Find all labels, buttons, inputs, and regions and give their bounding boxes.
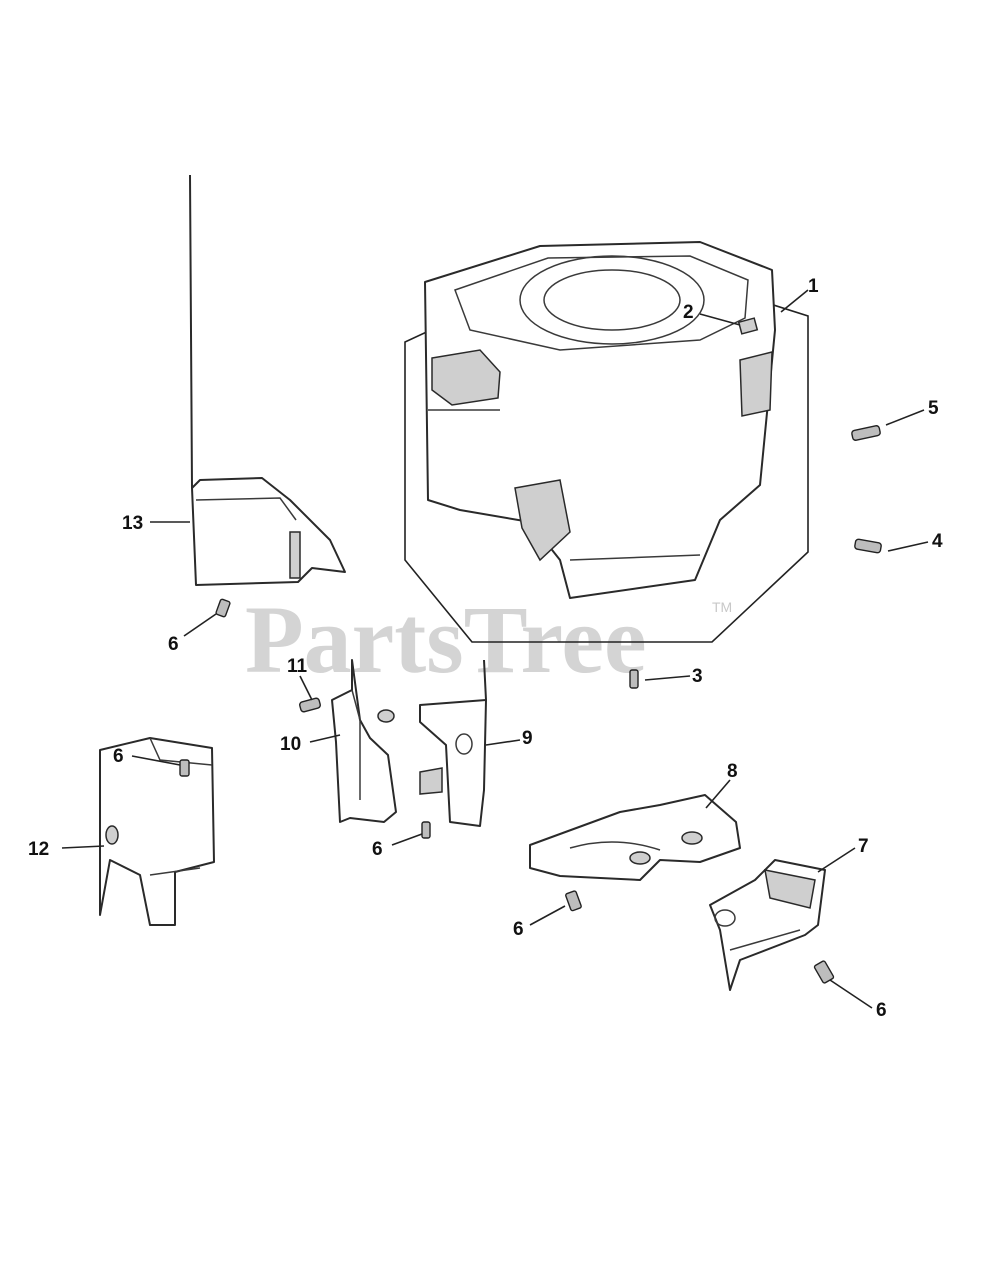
assembly-outline <box>404 271 809 643</box>
screw-5[interactable] <box>851 425 881 441</box>
callout-1: 1 <box>808 276 819 297</box>
baffle-10-part[interactable] <box>331 659 397 823</box>
leader-8 <box>705 779 731 809</box>
leader-1 <box>780 289 809 313</box>
leader-6c <box>391 833 423 846</box>
screw-4[interactable] <box>854 538 882 554</box>
callout-3: 3 <box>692 666 703 687</box>
clip-part[interactable] <box>737 317 759 335</box>
leader-6d <box>529 905 566 926</box>
bracket-8-part[interactable] <box>529 794 741 881</box>
callout-6d: 6 <box>513 919 524 940</box>
leader-9 <box>485 739 521 746</box>
callout-12: 12 <box>28 839 49 860</box>
callout-4: 4 <box>932 531 943 552</box>
callout-6e: 6 <box>876 1000 887 1021</box>
watermark-brand: PartsTree <box>245 586 647 693</box>
callout-8: 8 <box>727 761 738 782</box>
leader-3 <box>644 675 691 681</box>
callout-2: 2 <box>683 302 694 323</box>
leader-7 <box>817 847 856 873</box>
screw-6b[interactable] <box>179 759 190 777</box>
callout-11: 11 <box>287 656 308 677</box>
callout-9: 9 <box>522 728 533 749</box>
leader-6e <box>829 979 873 1009</box>
callout-6a: 6 <box>168 634 179 655</box>
callout-6c: 6 <box>372 839 383 860</box>
watermark-trademark: TM <box>712 599 732 615</box>
leader-11 <box>299 675 313 701</box>
baffle-12-part[interactable] <box>99 737 215 926</box>
screw-6c[interactable] <box>421 821 431 839</box>
leader-5 <box>885 409 925 426</box>
callout-6b: 6 <box>113 746 124 767</box>
leader-12 <box>61 845 105 849</box>
screw-11[interactable] <box>299 697 321 713</box>
blower-housing-part[interactable] <box>424 241 776 599</box>
leader-4 <box>887 541 929 552</box>
bracket-7-part[interactable] <box>709 859 826 991</box>
baffle-13-part[interactable] <box>189 174 346 586</box>
screw-6e[interactable] <box>813 960 835 984</box>
leader-10 <box>309 734 341 743</box>
callout-7: 7 <box>858 836 869 857</box>
screw-6a[interactable] <box>215 598 231 618</box>
leader-6b <box>131 755 181 766</box>
baffle-9-part[interactable] <box>419 659 487 827</box>
leader-6a <box>183 613 217 637</box>
callout-13: 13 <box>122 513 143 534</box>
leader-2 <box>699 313 741 326</box>
callout-10: 10 <box>280 734 301 755</box>
screw-3[interactable] <box>629 669 639 689</box>
screw-6d[interactable] <box>565 890 582 912</box>
callout-5: 5 <box>928 398 939 419</box>
